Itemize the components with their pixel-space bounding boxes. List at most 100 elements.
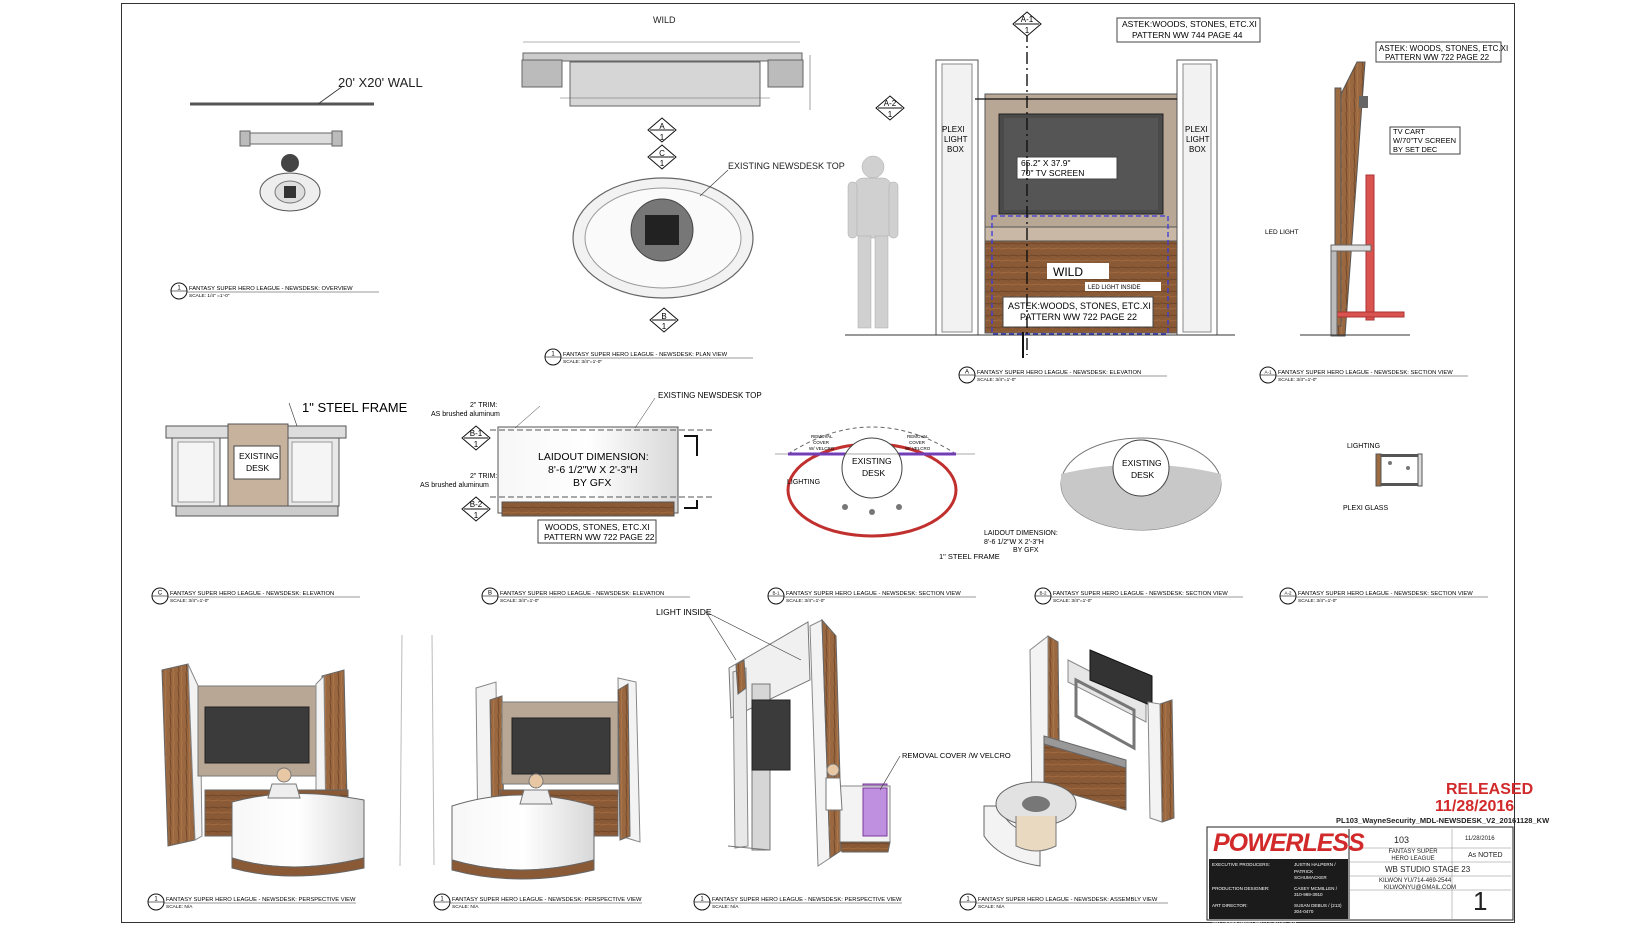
svg-text:1: 1 bbox=[662, 322, 667, 331]
caption-title: FANTASY SUPER HERO LEAGUE - NEWSDESK: EL… bbox=[500, 591, 664, 597]
caption-number: B bbox=[488, 591, 492, 597]
tv-cart-3: BY SET DEC bbox=[1393, 145, 1438, 154]
sheet-number: 1 bbox=[1473, 886, 1488, 916]
svg-text:1: 1 bbox=[474, 440, 479, 449]
marker-b1: B-1 1 bbox=[461, 425, 491, 451]
removal-right-3: W/ VELCRO bbox=[905, 446, 931, 451]
perspective-1-view bbox=[161, 634, 403, 877]
released-date: 11/28/2016 bbox=[1435, 798, 1515, 815]
drafter: KILWON YU/714-469-2544 bbox=[1379, 878, 1452, 884]
removal-left-2: COVER bbox=[813, 440, 830, 445]
caption-scale: SCALE: 3/4"=1'-0" bbox=[563, 359, 602, 365]
laidout-small-2: 8'-6 1/2"W X 2'-3"H bbox=[984, 539, 1044, 546]
caption-scale: SCALE: 3/4"=1'-0" bbox=[977, 377, 1016, 383]
svg-text:B-1: B-1 bbox=[470, 429, 483, 438]
marker-b2: B-2 1 bbox=[461, 496, 491, 522]
light-inside-label: LIGHT INSIDE bbox=[656, 607, 712, 617]
light-inside-leader bbox=[705, 611, 737, 661]
marker-c: C 1 bbox=[647, 144, 677, 170]
svg-text:1: 1 bbox=[660, 159, 665, 168]
caption-scale: SCALE: 1/4" =1'-0" bbox=[189, 293, 230, 299]
wild-mid-label: WILD bbox=[1053, 265, 1083, 279]
svg-text:1: 1 bbox=[660, 133, 665, 142]
section-b2-view bbox=[1060, 437, 1222, 531]
released-stamp: RELEASED bbox=[1446, 781, 1534, 798]
wild-plan-view bbox=[521, 41, 811, 110]
plexi-right-3: BOX bbox=[1189, 145, 1207, 154]
file-name: PL103_WayneSecurity_MDL-NEWSDESK_V2_2016… bbox=[1336, 816, 1550, 825]
date-small: 11/28/2016 bbox=[1465, 836, 1495, 842]
overview-view bbox=[190, 85, 374, 212]
scale-note: As NOTED bbox=[1468, 852, 1503, 859]
plexi-left-1: PLEXI bbox=[942, 125, 965, 134]
removal-velcro-leader bbox=[879, 755, 901, 791]
logo: POWERLESS bbox=[1213, 829, 1365, 857]
plexi-right-2: LIGHT bbox=[1186, 135, 1210, 144]
assembly-view bbox=[983, 634, 1175, 867]
credit-name-2: CASEY MCMILLEN / 310-969-3910 bbox=[1294, 885, 1338, 898]
caption-number: 1 bbox=[551, 352, 555, 358]
caption-number: C bbox=[158, 591, 163, 597]
pattern-bottom-label: PATTERN WW 722 PAGE 22 bbox=[1020, 312, 1137, 322]
credit-role-1: EXECUTIVE PRODUCERS: bbox=[1212, 862, 1270, 867]
wild-top-label: WILD bbox=[653, 15, 676, 25]
caption-number: A bbox=[965, 370, 969, 376]
tv-cart-box bbox=[1389, 126, 1461, 155]
caption-title: FANTASY SUPER HERO LEAGUE - NEWSDESK: PE… bbox=[712, 897, 902, 903]
lighting-b1-label: LIGHTING bbox=[787, 479, 820, 486]
svg-text:B-2: B-2 bbox=[470, 500, 483, 509]
caption-title: FANTASY SUPER HERO LEAGUE - NEWSDESK: SE… bbox=[1298, 591, 1473, 597]
pattern-744-label: PATTERN WW 744 PAGE 44 bbox=[1132, 30, 1243, 40]
trim-b-label-1: 2" TRIM: bbox=[470, 473, 497, 480]
removal-left-3: W/ VELCRO bbox=[809, 446, 835, 451]
existing-top-label: EXISTING NEWSDESK TOP bbox=[728, 161, 845, 171]
light-inside-leader-2 bbox=[705, 611, 802, 661]
elevation-a-view bbox=[845, 30, 1235, 358]
drawing-sheet-border bbox=[121, 3, 1515, 923]
caption-scale: SCALE: 3/4"=1'-0" bbox=[1053, 598, 1092, 604]
existing-desk-c-2: DESK bbox=[246, 463, 269, 473]
credit-name-3: SUSAN DEBUS / (213) 304-0470 bbox=[1294, 902, 1342, 915]
laidout-small-3: BY GFX bbox=[1013, 547, 1039, 554]
astek-bottom-label: ASTEK:WOODS, STONES, ETC.XI bbox=[1008, 301, 1151, 311]
caption-scale: SCALE: 3/4"=1'-0" bbox=[170, 598, 209, 604]
trim-a-label-2: AS brushed aluminum bbox=[431, 411, 500, 418]
svg-text:A: A bbox=[659, 122, 665, 131]
caption-scale: SCALE: 3/4"=1'-0" bbox=[500, 598, 539, 604]
caption-scale: SCALE: N/A bbox=[166, 904, 193, 910]
caption-scale: SCALE: N/A bbox=[978, 904, 1005, 910]
astek-top-label: ASTEK:WOODS, STONES, ETC.XI bbox=[1122, 19, 1257, 29]
caption-title: FANTASY SUPER HERO LEAGUE - NEWSDESK: PE… bbox=[166, 897, 356, 903]
existing-desk-b2-1: EXISTING bbox=[1122, 458, 1162, 468]
section-b1-view bbox=[775, 426, 975, 538]
stage-name: WB STUDIO STAGE 23 bbox=[1385, 865, 1471, 874]
tv-screen-label: 70" TV SCREEN bbox=[1021, 168, 1084, 178]
caption-title: FANTASY SUPER HERO LEAGUE - NEWSDESK: SE… bbox=[1278, 370, 1453, 376]
led-inside-label: LED LIGHT INSIDE bbox=[1088, 285, 1141, 291]
plexi-right-1: PLEXI bbox=[1185, 125, 1208, 134]
svg-text:1: 1 bbox=[1025, 26, 1030, 35]
credit-role-2: PRODUCTION DESIGNER: bbox=[1212, 885, 1270, 891]
svg-text:B: B bbox=[661, 312, 666, 321]
laidout-3: BY GFX bbox=[573, 477, 611, 489]
plexi-left-2: LIGHT bbox=[944, 135, 968, 144]
credit-name-4: (818) 954-7435 bbox=[1212, 926, 1244, 931]
trim-a-label-1: 2" TRIM: bbox=[470, 402, 497, 409]
astek-right-box bbox=[1375, 41, 1502, 63]
wall-label: 20' X20' WALL bbox=[338, 75, 423, 90]
credit-name-1: JUSTIN HALPERN / PATRICK SCHUMACKER bbox=[1294, 862, 1336, 880]
laidout-2: 8'-6 1/2"W X 2'-3"H bbox=[548, 464, 638, 476]
pattern-722-label: PATTERN WW 722 PAGE 22 bbox=[1385, 53, 1490, 62]
astek-right-label: ASTEK: WOODS, STONES, ETC.XI bbox=[1379, 44, 1508, 53]
perspective-2-view bbox=[431, 634, 641, 880]
marker-a: A 1 bbox=[647, 117, 677, 143]
credits: EXECUTIVE PRODUCERS: JUSTIN HALPERN / PAT… bbox=[1212, 862, 1346, 933]
tv-cart-1: TV CART bbox=[1393, 127, 1425, 136]
section-a1-view bbox=[1300, 61, 1410, 337]
